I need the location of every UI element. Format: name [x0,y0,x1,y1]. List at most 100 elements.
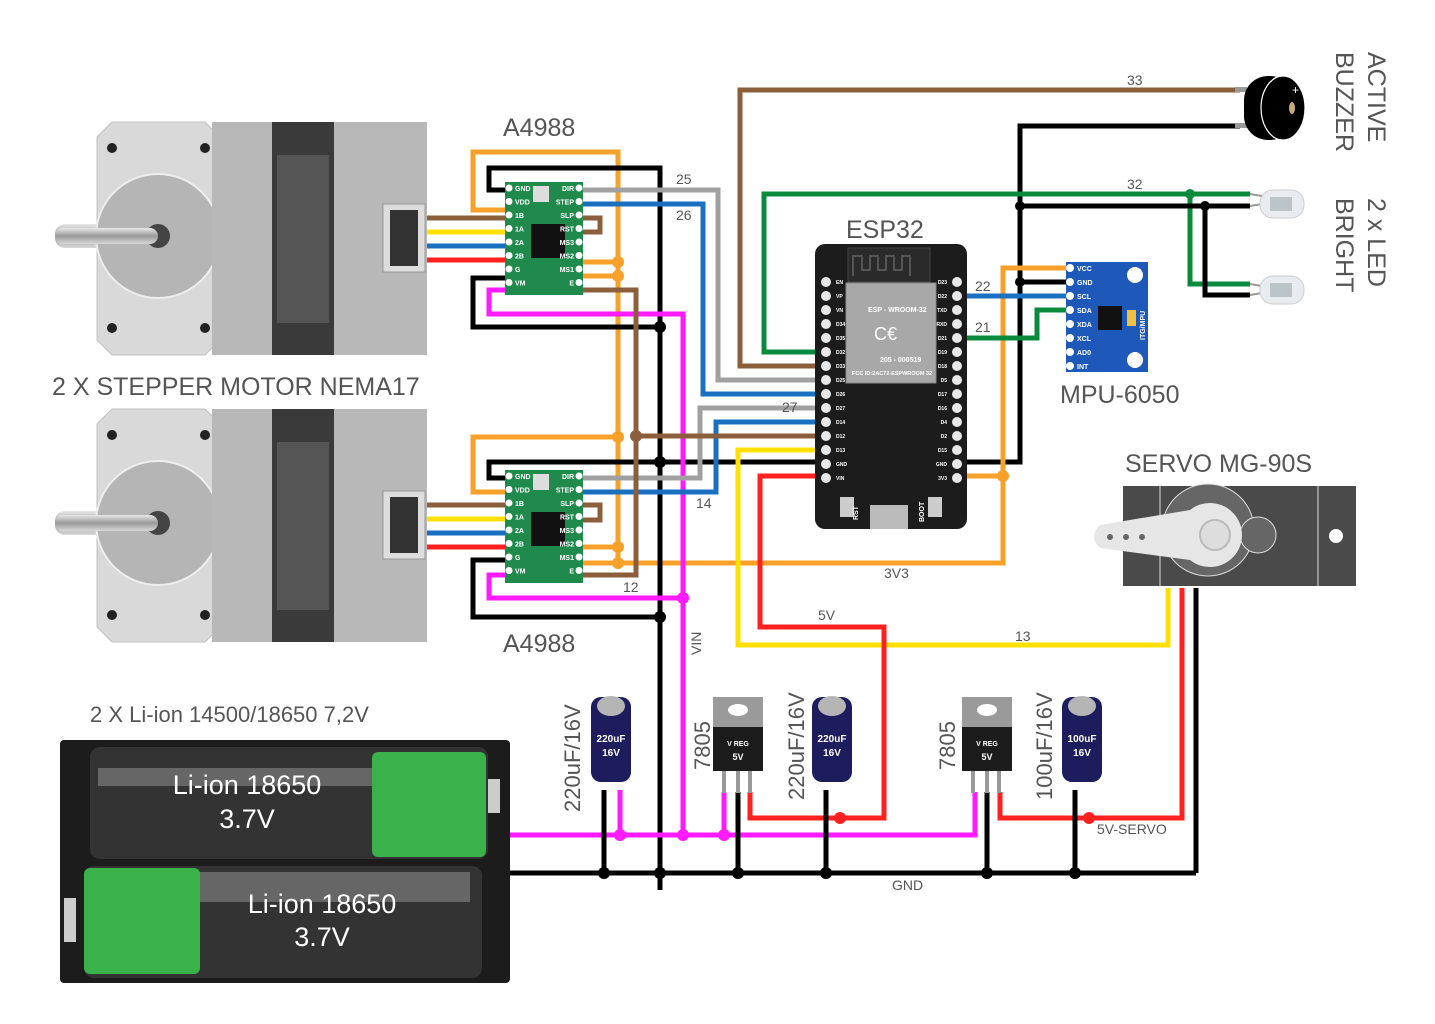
esp32-pin-label: RXD [936,322,947,328]
esp32-pin-header [821,347,831,357]
wire-gpio32-led [761,191,1250,355]
driver-pin-label: SLP [560,501,574,508]
junction-dot [834,812,846,824]
led-2 [1249,275,1305,305]
driver-pin-label: MS3 [560,240,575,247]
driver-pin-hole [575,265,583,273]
mpu-mount-hole [1127,267,1143,283]
module-text-2: 205 - 000519 [880,357,921,364]
reg-body [962,727,1012,771]
net-label-14: 14 [696,495,712,511]
mpu-pin-hole [1066,264,1074,272]
junction-dot [1083,812,1095,824]
led-label-count: 2 x LED [1362,198,1390,287]
esp32-pin-label: D14 [836,420,845,426]
driver-potentiometer [533,474,549,490]
wire-led-gnd [1020,203,1250,298]
driver-pin-hole [505,540,513,547]
capacitor-2: 220uF 16V [812,696,852,782]
servo-label: SERVO MG-90S [1125,450,1312,478]
motor-shaft-rod [55,515,158,531]
mpu-pin-hole [1066,292,1074,300]
driver-pin-label: E [569,281,574,288]
reg-body-text: V REG [727,741,749,748]
net-label-vin: VIN [688,632,704,655]
a4988-driver-1 [505,182,583,295]
net-labels: 33 32 25 26 22 21 27 14 12 3V3 5V 13 VIN… [623,72,1167,893]
esp32-pin-header [821,319,831,329]
esp32-pin-header [821,333,831,343]
wire-driver1-ms [580,259,618,279]
esp32-pin-header [821,389,831,399]
driver-top-label: A4988 [503,114,575,142]
esp32-pin-header [821,459,831,469]
esp32-pin-label: D21 [938,336,947,342]
cap-body-value: 100uF [1068,734,1097,745]
driver-potentiometer [533,186,549,202]
esp32-pin-header [952,417,962,427]
mpu-pin-hole [1066,320,1074,328]
wire-vin-reg1 [617,790,727,835]
servo-gear-bump [1239,516,1277,554]
net-label-27: 27 [782,399,798,415]
boot-label: BOOT [919,501,926,522]
junction-dot [612,541,624,553]
motor-connector-socket [390,497,418,553]
junction-dot [630,430,642,442]
junction-dot [1015,277,1025,287]
regulator-1: V REG 5V [713,697,763,793]
esp32-pin-header [952,305,962,315]
junction-dot [654,321,666,333]
wire-5v-esp32 [747,473,887,821]
rst-button [840,497,854,517]
driver-pin-label: GND [515,186,531,193]
reg-body [713,727,763,771]
buzzer-plus-icon: + [1292,83,1299,97]
mpu-pin-label: AD0 [1077,350,1091,357]
wire-mpu-sda-21 [960,307,1068,341]
cell-1-wrap [372,752,486,857]
esp32-pin-label: 3V3 [938,476,947,482]
driver-bottom-label: A4988 [503,630,575,658]
cell-1-voltage: 3.7V [219,804,275,834]
esp32-pin-header [821,375,831,385]
net-label-25: 25 [676,171,692,187]
esp32-pin-label: D35 [836,336,845,342]
esp32-pin-label: GND [836,462,848,468]
cap-body [591,697,631,782]
driver-pin-hole [505,553,513,561]
esp32-pin-label: D13 [836,448,845,454]
mpu-pin-label: XDA [1077,322,1092,329]
driver-pin-label: 2B [515,254,524,261]
net-label-5v-servo: 5V-SERVO [1097,821,1167,837]
esp32-pin-label: D25 [836,378,845,384]
driver-pin-label: STEP [556,488,575,495]
driver-pin-label: G [515,267,521,274]
wire-led2-green [1187,194,1250,287]
motor-connector-socket [390,210,418,266]
cap-body-value: 220uF [818,734,847,745]
wire-driver1-gnd [486,165,663,890]
screw-hole [107,323,117,333]
driver-chip [531,512,565,546]
esp32-label: ESP32 [846,216,924,244]
boot-button [928,497,942,517]
esp32-pin-header [821,361,831,371]
driver-pin-hole [575,252,583,259]
a4988-driver-2 [505,470,583,583]
led-label-bright: BRIGHT [1330,198,1358,292]
driver-pin-label: VM [515,281,526,288]
driver-pin-label: MS2 [560,542,575,549]
esp32-pin-label: D27 [836,406,845,412]
mpu-pin-hole [1066,334,1074,342]
module-text-1: ESP - WROOM-32 [868,307,927,314]
esp32-pin-header [821,473,831,483]
buzzer-top [1260,75,1306,141]
wire-mpu-vcc [965,265,1068,479]
esp32-pin-header [952,389,962,399]
esp32-pin-label: VIN [836,476,845,482]
cap-body-value: 220uF [597,734,626,745]
esp32-pin-header [952,445,962,455]
screw-hole [200,323,210,333]
reg1-label: 7805 [690,721,715,770]
